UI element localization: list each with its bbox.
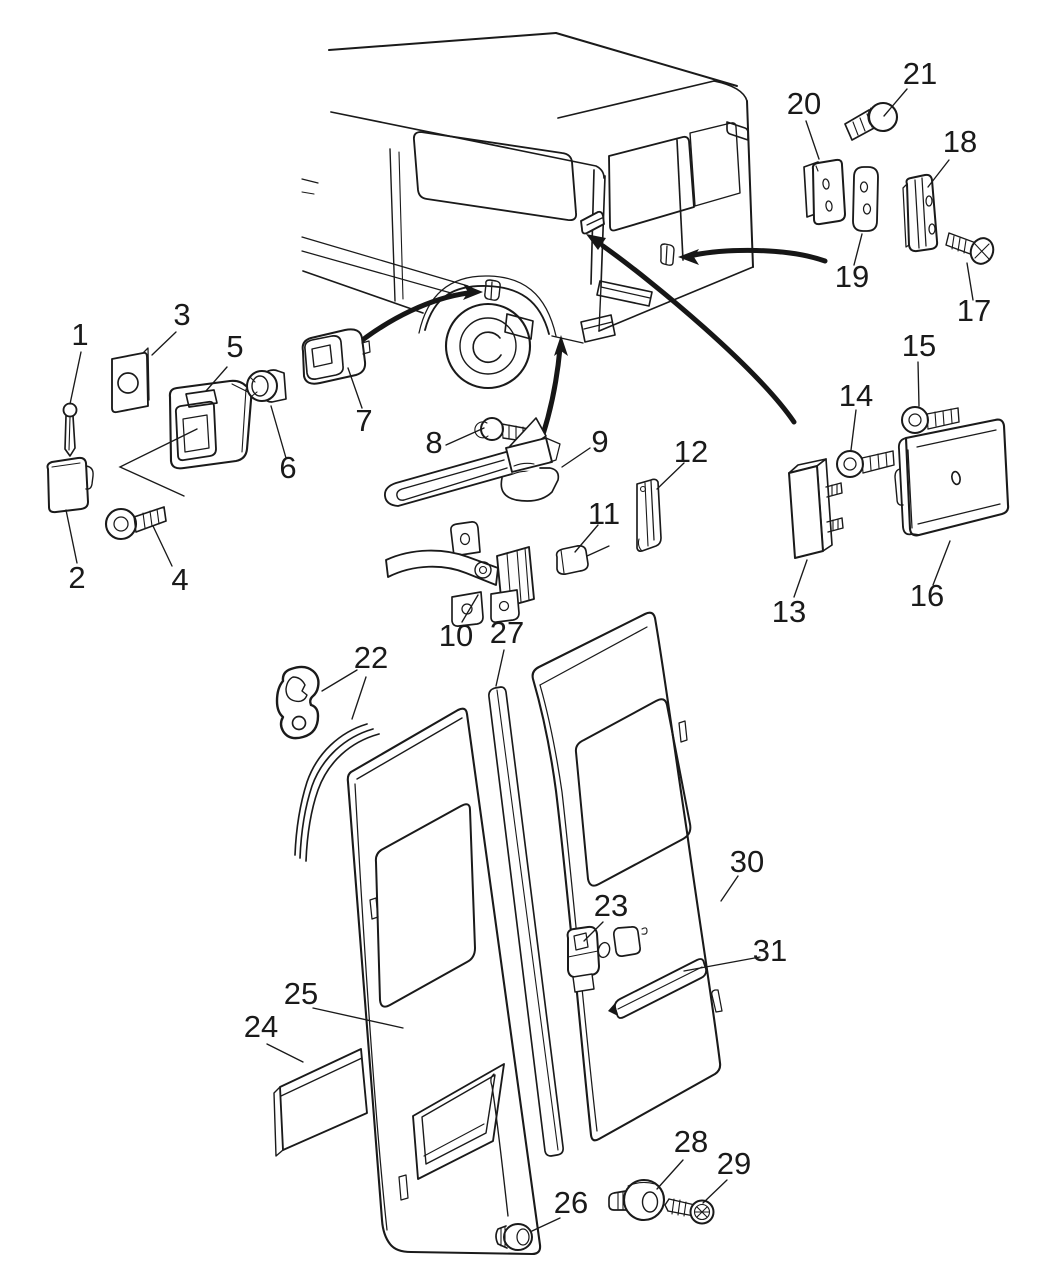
part-28-grommet bbox=[608, 1178, 666, 1222]
callout-1: 1 bbox=[71, 317, 88, 352]
part-5-striker-housing bbox=[168, 379, 253, 470]
callout-23: 23 bbox=[594, 888, 628, 923]
callout-19: 19 bbox=[835, 259, 869, 294]
arrow-latch-to-body bbox=[348, 290, 471, 352]
callout-10: 10 bbox=[439, 618, 473, 653]
callout-9: 9 bbox=[591, 424, 608, 459]
part-20-bracket bbox=[803, 158, 846, 226]
part-13-lock-block bbox=[788, 458, 844, 559]
part-19-shim-plate bbox=[852, 166, 879, 232]
arrowhead-hinge bbox=[586, 234, 606, 250]
callout-20: 20 bbox=[787, 86, 821, 121]
callout-14: 14 bbox=[839, 378, 873, 413]
part-31-molding bbox=[608, 958, 708, 1019]
part-18-wedge bbox=[902, 173, 939, 253]
callout-27: 27 bbox=[490, 615, 524, 650]
arrowhead-latch bbox=[463, 284, 483, 300]
arrowhead-check bbox=[554, 335, 568, 356]
callout-8: 8 bbox=[425, 425, 442, 460]
part-26-plug bbox=[490, 1073, 533, 1251]
callout-11: 11 bbox=[588, 496, 620, 531]
callout-30: 30 bbox=[730, 844, 764, 879]
part-4-bolt bbox=[104, 506, 167, 541]
callout-7: 7 bbox=[355, 403, 372, 438]
arrowhead-wedge bbox=[678, 249, 699, 265]
part-11-pin bbox=[555, 545, 610, 575]
callout-28: 28 bbox=[674, 1124, 708, 1159]
callout-31: 31 bbox=[753, 933, 787, 968]
install-arrows bbox=[348, 234, 828, 455]
callout-18: 18 bbox=[943, 124, 977, 159]
part-3-spacer-plate bbox=[111, 347, 150, 414]
part-25-left-door bbox=[346, 707, 542, 1256]
callout-24: 24 bbox=[244, 1009, 278, 1044]
callout-21: 21 bbox=[903, 56, 937, 91]
callout-6: 6 bbox=[279, 450, 296, 485]
part-30-right-door bbox=[531, 611, 723, 1142]
callout-12: 12 bbox=[674, 434, 708, 469]
part-12-channel bbox=[636, 478, 662, 553]
callout-2: 2 bbox=[68, 560, 85, 595]
callout-26: 26 bbox=[554, 1185, 588, 1220]
part-10-check-bracket bbox=[385, 521, 535, 627]
callout-15: 15 bbox=[902, 328, 936, 363]
callout-13: 13 bbox=[772, 594, 806, 629]
part-22-door-seal bbox=[275, 665, 380, 862]
part-17-screw bbox=[945, 232, 995, 265]
part-27-seal-strip bbox=[488, 686, 564, 1157]
callout-29: 29 bbox=[717, 1146, 751, 1181]
part-16-hinge bbox=[894, 418, 1010, 537]
part-29-screw bbox=[664, 1198, 715, 1225]
part-1-pin bbox=[62, 402, 78, 457]
part-9-door-check-strap bbox=[384, 417, 561, 507]
part-14-bolt bbox=[836, 450, 895, 478]
arrow-hinge-to-aperture bbox=[600, 243, 797, 425]
part-24-molding-strip bbox=[273, 1048, 368, 1157]
part-23-latch bbox=[566, 925, 600, 993]
callout-25: 25 bbox=[284, 976, 318, 1011]
callout-3: 3 bbox=[173, 297, 190, 332]
van-body bbox=[301, 32, 754, 390]
callout-16: 16 bbox=[910, 578, 944, 613]
callout-5: 5 bbox=[226, 329, 243, 364]
part-2-cap bbox=[46, 456, 94, 514]
callout-17: 17 bbox=[957, 293, 991, 328]
part-7-latch-cylinder bbox=[301, 328, 371, 385]
callout-22: 22 bbox=[354, 640, 388, 675]
part-15-bolt bbox=[901, 406, 960, 434]
arrow-wedge-to-pillar bbox=[691, 247, 828, 264]
leader-lines bbox=[65, 88, 974, 1232]
assembly-guide-lines bbox=[118, 428, 198, 497]
part-6-grommet bbox=[246, 369, 287, 403]
part-21-bolt bbox=[844, 101, 899, 141]
callout-4: 4 bbox=[171, 562, 188, 597]
